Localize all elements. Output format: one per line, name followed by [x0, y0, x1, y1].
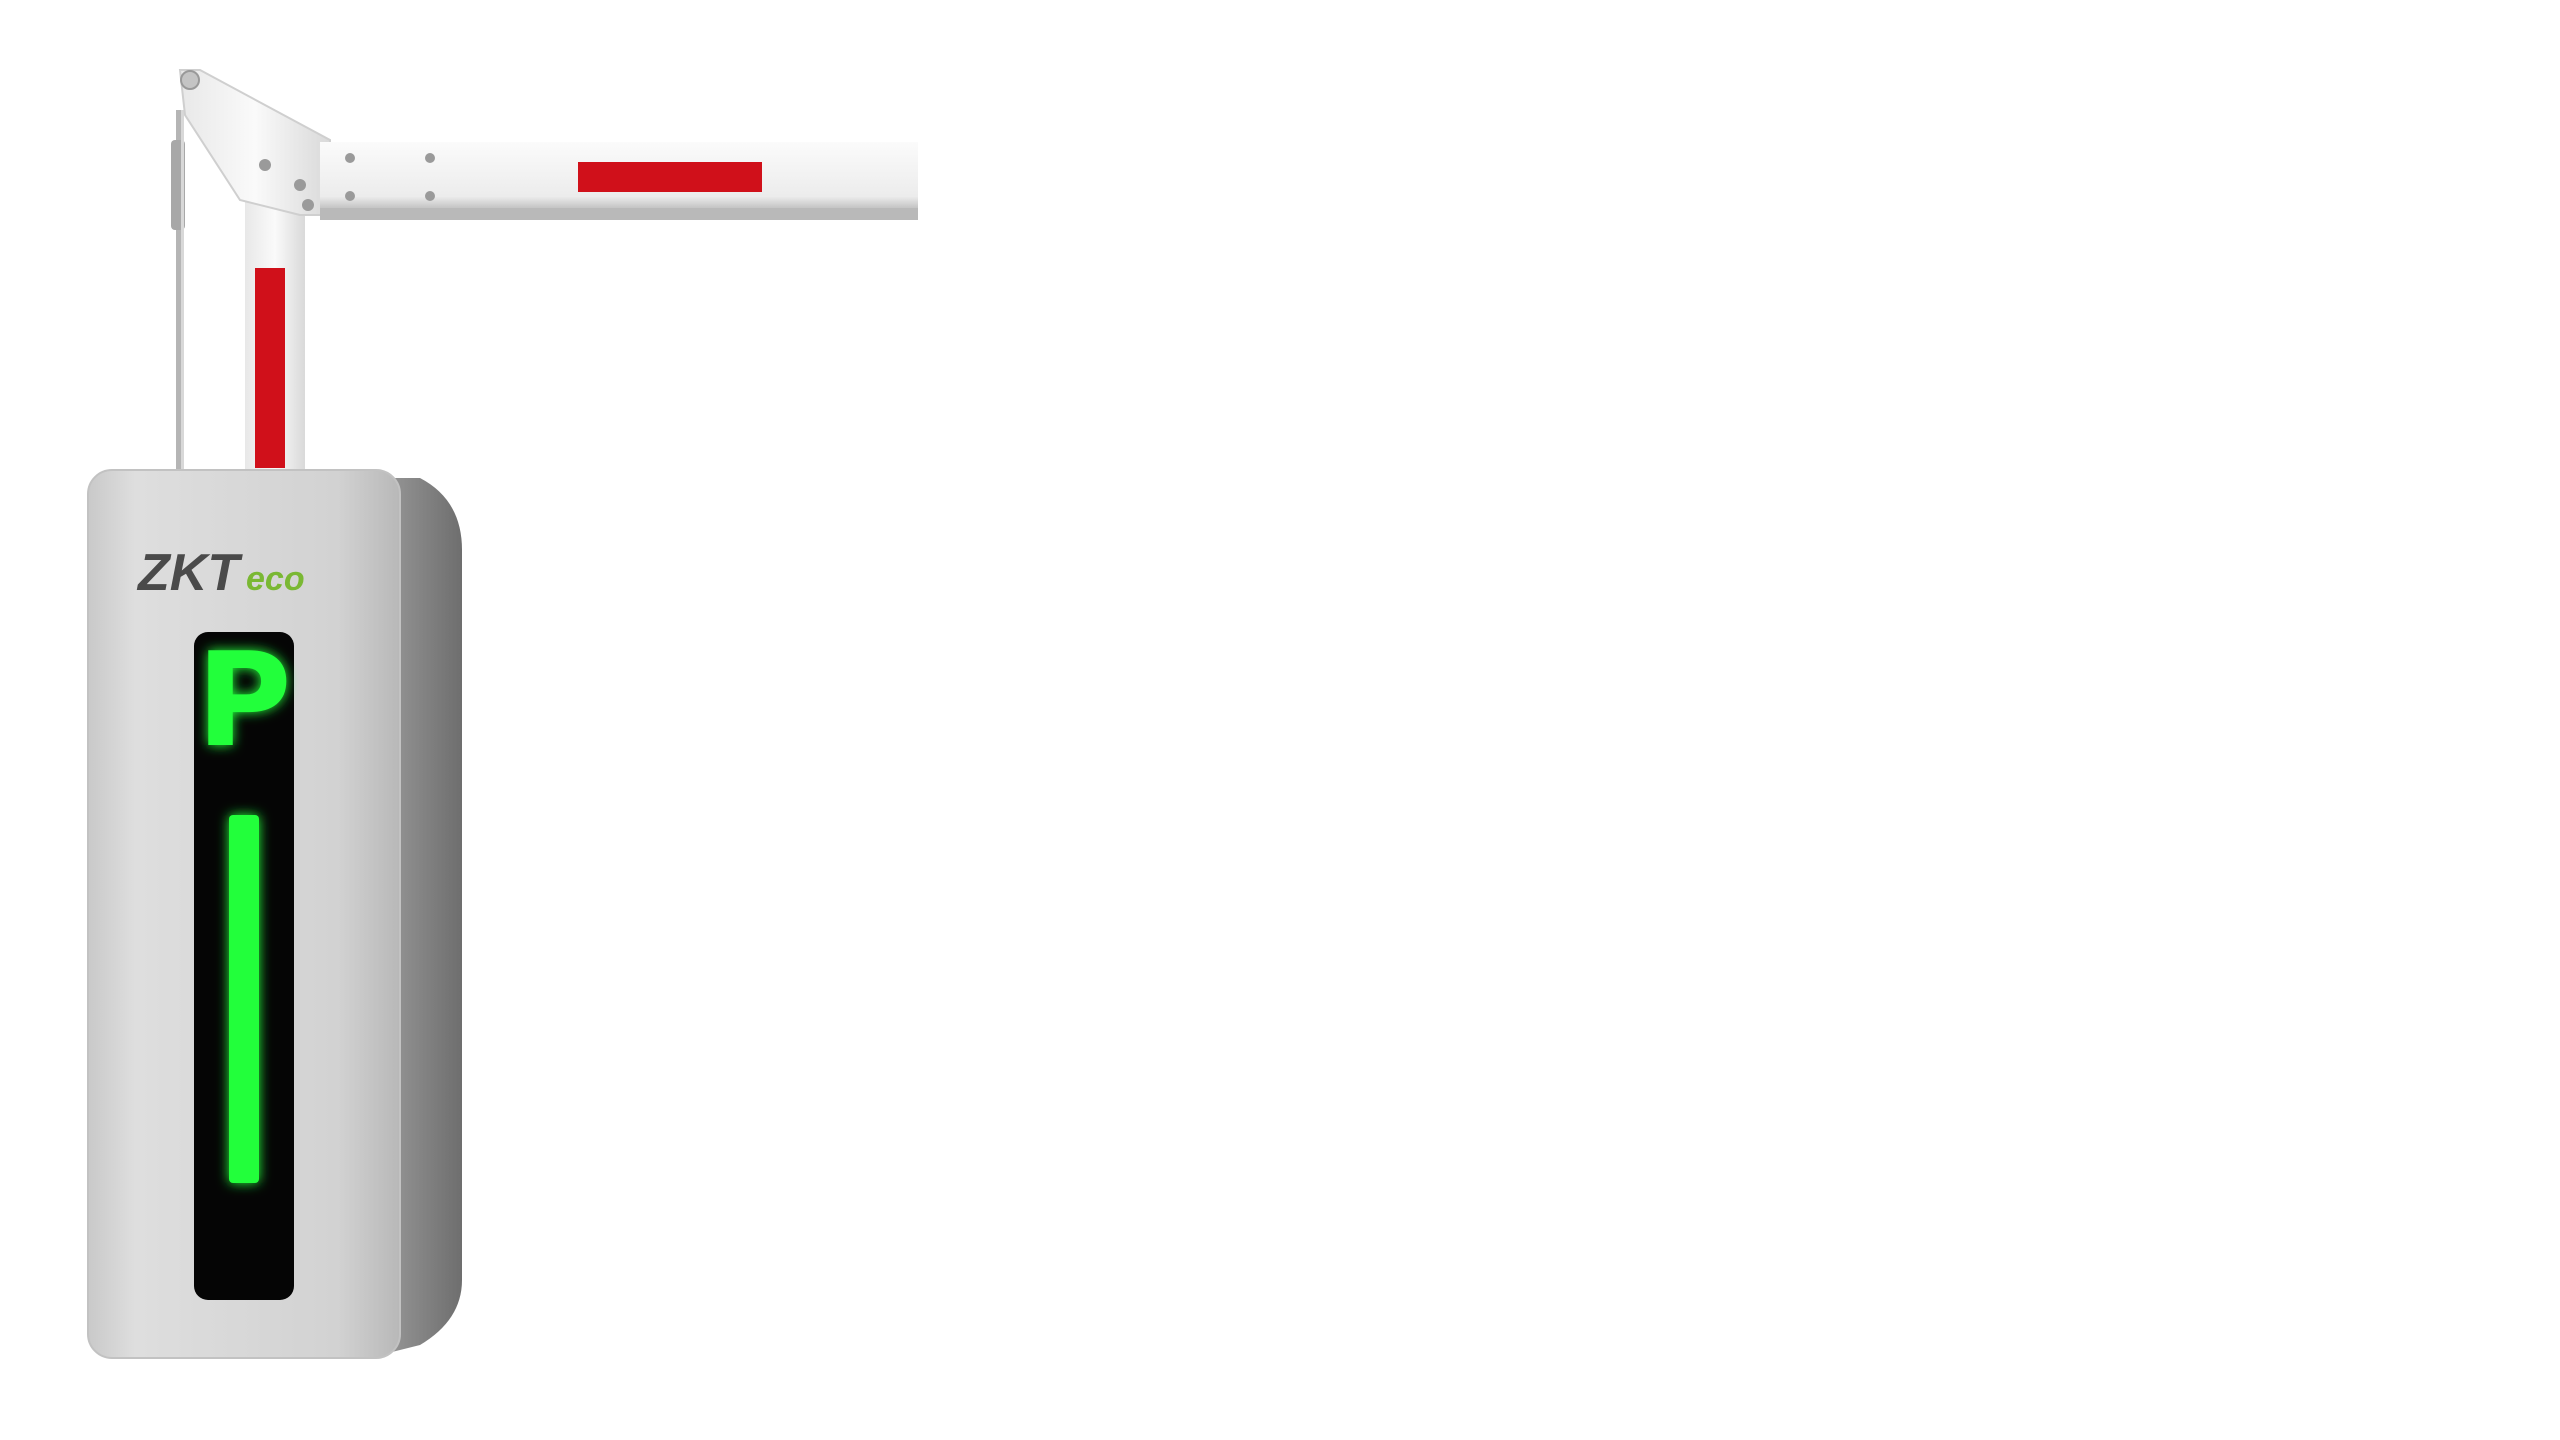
logo-suffix-text: eco [246, 560, 305, 598]
led-display: P [194, 624, 294, 1300]
arm-joint [178, 69, 331, 216]
spring-rod [171, 110, 185, 470]
vertical-reflector-stripe [255, 268, 285, 468]
led-vertical-bar [229, 815, 259, 1183]
horizontal-boom-arm [320, 142, 918, 220]
logo-main-text: ZKT [136, 544, 243, 602]
vertical-arm-post [245, 175, 305, 475]
horizontal-reflector-stripe [578, 162, 762, 192]
brand-logo: ZKT eco [136, 544, 305, 602]
led-letter-p: P [196, 624, 291, 776]
